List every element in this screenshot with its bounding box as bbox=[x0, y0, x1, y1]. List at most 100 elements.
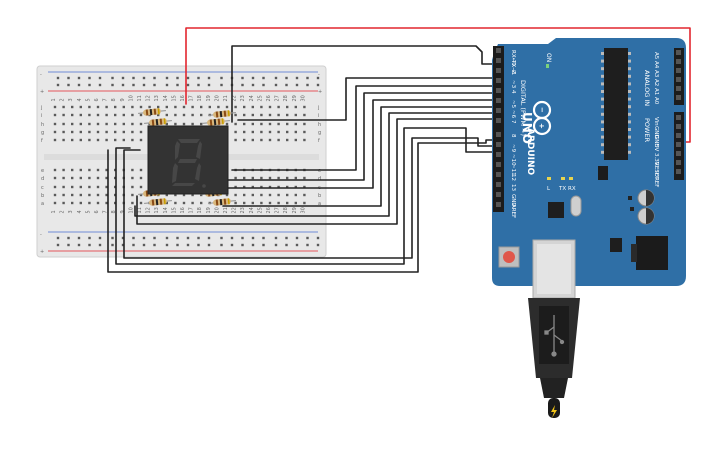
power-pin[interactable] bbox=[676, 160, 681, 165]
rail-hole[interactable] bbox=[153, 236, 156, 240]
breadboard-hole[interactable] bbox=[62, 176, 65, 180]
analog-header[interactable] bbox=[674, 48, 684, 105]
breadboard-hole[interactable] bbox=[88, 176, 91, 180]
breadboard-hole[interactable] bbox=[191, 201, 194, 205]
breadboard-hole[interactable] bbox=[53, 138, 57, 142]
wire-pin7[interactable] bbox=[224, 92, 496, 181]
digital-pin[interactable] bbox=[496, 118, 501, 123]
breadboard-hole[interactable] bbox=[96, 138, 100, 142]
rail-hole[interactable] bbox=[111, 243, 114, 247]
rail-hole[interactable] bbox=[176, 83, 179, 87]
power-pin[interactable] bbox=[676, 133, 681, 138]
breadboard-hole[interactable] bbox=[62, 185, 65, 189]
breadboard-hole[interactable] bbox=[79, 130, 82, 134]
breadboard-hole[interactable] bbox=[268, 185, 272, 189]
breadboard-hole[interactable] bbox=[96, 168, 100, 172]
breadboard-hole[interactable] bbox=[303, 185, 306, 189]
breadboard-hole[interactable] bbox=[251, 138, 254, 142]
rail-hole[interactable] bbox=[197, 83, 200, 87]
rail-hole[interactable] bbox=[111, 76, 114, 80]
power-pin[interactable] bbox=[676, 115, 681, 120]
breadboard-hole[interactable] bbox=[139, 201, 143, 205]
breadboard-hole[interactable] bbox=[294, 130, 297, 134]
breadboard-hole[interactable] bbox=[139, 185, 143, 189]
breadboard-hole[interactable] bbox=[53, 130, 57, 134]
breadboard-hole[interactable] bbox=[88, 193, 91, 197]
breadboard-hole[interactable] bbox=[277, 138, 280, 142]
breadboard-hole[interactable] bbox=[191, 193, 194, 197]
breadboard-hole[interactable] bbox=[131, 138, 134, 142]
rail-hole[interactable] bbox=[306, 243, 309, 247]
breadboard-hole[interactable] bbox=[191, 113, 194, 117]
digital-pin[interactable] bbox=[496, 132, 501, 137]
breadboard-hole[interactable] bbox=[105, 168, 108, 172]
digital-pin[interactable] bbox=[496, 182, 501, 187]
rail-hole[interactable] bbox=[220, 236, 223, 240]
rail-hole[interactable] bbox=[56, 243, 60, 247]
breadboard-hole[interactable] bbox=[131, 105, 134, 109]
rail-hole[interactable] bbox=[121, 243, 125, 247]
breadboard-hole[interactable] bbox=[243, 176, 246, 180]
breadboard-hole[interactable] bbox=[277, 201, 280, 205]
breadboard-hole[interactable] bbox=[234, 176, 237, 180]
breadboard-hole[interactable] bbox=[139, 193, 143, 197]
digital-pin[interactable] bbox=[496, 202, 501, 207]
rail-hole[interactable] bbox=[197, 236, 200, 240]
breadboard-hole[interactable] bbox=[243, 201, 246, 205]
rail-hole[interactable] bbox=[77, 236, 81, 240]
breadboard-hole[interactable] bbox=[243, 130, 246, 134]
power-pin[interactable] bbox=[676, 142, 681, 147]
breadboard-hole[interactable] bbox=[122, 138, 125, 142]
rail-hole[interactable] bbox=[274, 236, 278, 240]
breadboard-hole[interactable] bbox=[251, 201, 254, 205]
rail-hole[interactable] bbox=[98, 236, 102, 240]
breadboard-hole[interactable] bbox=[277, 105, 280, 109]
breadboard-hole[interactable] bbox=[105, 122, 108, 126]
digital-pin[interactable] bbox=[496, 152, 501, 157]
breadboard-hole[interactable] bbox=[260, 176, 263, 180]
rail-hole[interactable] bbox=[285, 236, 288, 240]
rail-hole[interactable] bbox=[165, 243, 169, 247]
breadboard-hole[interactable] bbox=[62, 130, 65, 134]
breadboard-hole[interactable] bbox=[88, 168, 91, 172]
rail-hole[interactable] bbox=[132, 236, 135, 240]
breadboard-hole[interactable] bbox=[139, 168, 143, 172]
breadboard-hole[interactable] bbox=[114, 130, 117, 134]
breadboard-hole[interactable] bbox=[96, 176, 100, 180]
breadboard-hole[interactable] bbox=[251, 130, 254, 134]
breadboard-hole[interactable] bbox=[53, 105, 57, 109]
breadboard-hole[interactable] bbox=[251, 113, 254, 117]
breadboard-hole[interactable] bbox=[122, 130, 125, 134]
breadboard-hole[interactable] bbox=[139, 176, 143, 180]
power-jack-icon[interactable] bbox=[636, 236, 668, 270]
breadboard-hole[interactable] bbox=[234, 105, 237, 109]
rail-hole[interactable] bbox=[186, 83, 190, 87]
rail-hole[interactable] bbox=[132, 76, 135, 80]
breadboard-hole[interactable] bbox=[277, 130, 280, 134]
rail-hole[interactable] bbox=[274, 243, 278, 247]
rail-hole[interactable] bbox=[316, 236, 320, 240]
breadboard-hole[interactable] bbox=[234, 113, 237, 117]
breadboard-hole[interactable] bbox=[79, 113, 82, 117]
rail-hole[interactable] bbox=[306, 236, 309, 240]
rail-hole[interactable] bbox=[262, 83, 265, 87]
rail-hole[interactable] bbox=[316, 83, 320, 87]
reset-button-icon[interactable] bbox=[503, 251, 515, 263]
digital-pin[interactable] bbox=[496, 48, 501, 53]
breadboard-hole[interactable] bbox=[71, 193, 74, 197]
breadboard-hole[interactable] bbox=[268, 122, 272, 126]
usb-cable-icon[interactable] bbox=[528, 239, 580, 418]
breadboard-hole[interactable] bbox=[157, 105, 160, 109]
breadboard-hole[interactable] bbox=[303, 113, 306, 117]
breadboard-hole[interactable] bbox=[243, 138, 246, 142]
breadboard-hole[interactable] bbox=[62, 168, 65, 172]
breadboard-hole[interactable] bbox=[139, 138, 143, 142]
breadboard-hole[interactable] bbox=[294, 185, 297, 189]
breadboard-hole[interactable] bbox=[191, 105, 194, 109]
breadboard-hole[interactable] bbox=[62, 105, 65, 109]
rail-hole[interactable] bbox=[142, 76, 146, 80]
breadboard-hole[interactable] bbox=[268, 138, 272, 142]
digital-pin[interactable] bbox=[496, 88, 501, 93]
breadboard-hole[interactable] bbox=[225, 105, 229, 109]
rail-hole[interactable] bbox=[285, 83, 288, 87]
